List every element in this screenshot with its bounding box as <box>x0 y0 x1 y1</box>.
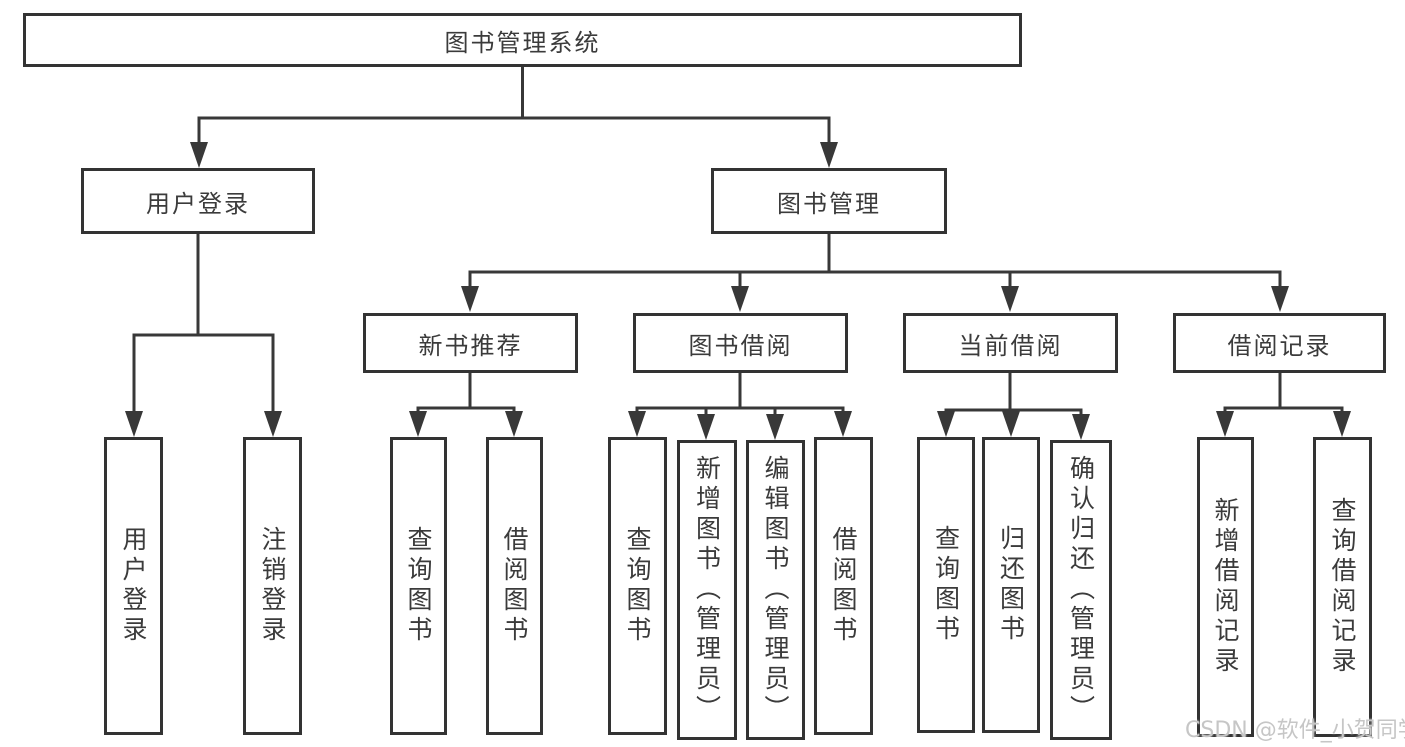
arrow-icon <box>1216 411 1234 437</box>
leaf-edit-books-admin-label: 编辑图书（管理员） <box>761 455 790 725</box>
arrow-icon <box>834 411 852 437</box>
leaf-query-borrow-record-label: 查询借阅记录 <box>1328 497 1357 677</box>
leaf-confirm-return-admin: 确认归还（管理员） <box>1050 440 1112 740</box>
arrow-icon <box>820 142 838 168</box>
arrow-icon <box>190 142 208 168</box>
leaf-confirm-return-admin-label: 确认归还（管理员） <box>1066 455 1096 725</box>
arrow-icon <box>1333 411 1351 437</box>
arrow-icon <box>766 414 784 440</box>
leaf-borrow-books-2: 借阅图书 <box>814 437 873 735</box>
node-new-books: 新书推荐 <box>363 313 578 373</box>
leaf-logout-label: 注销登录 <box>258 526 287 646</box>
connector-user-login <box>132 232 275 415</box>
node-book-borrow: 图书借阅 <box>633 313 848 373</box>
leaf-return-books: 归还图书 <box>982 437 1040 733</box>
leaf-add-books-admin: 新增图书（管理员） <box>677 440 737 740</box>
connector-current-borrow <box>944 371 1083 418</box>
arrow-icon <box>264 411 282 437</box>
leaf-borrow-books-1-label: 借阅图书 <box>500 526 529 646</box>
leaf-borrow-books-2-label: 借阅图书 <box>829 526 858 646</box>
leaf-query-borrow-record: 查询借阅记录 <box>1313 437 1372 737</box>
node-user-login-label: 用户登录 <box>146 189 250 218</box>
leaf-query-books-3: 查询图书 <box>917 437 975 733</box>
node-book-borrow-label: 图书借阅 <box>688 331 793 360</box>
arrow-icon <box>409 411 427 437</box>
arrow-icon <box>1271 286 1289 312</box>
arrow-icon <box>1002 411 1020 437</box>
connector-book-borrow <box>635 371 845 418</box>
node-borrow-records-label: 借阅记录 <box>1227 331 1332 360</box>
connector-book-mgmt <box>468 232 1282 290</box>
arrow-icon <box>1072 414 1090 440</box>
node-root: 图书管理系统 <box>23 13 1022 67</box>
leaf-user-login-label: 用户登录 <box>119 526 148 646</box>
node-current-borrow: 当前借阅 <box>903 313 1118 373</box>
node-new-books-label: 新书推荐 <box>418 331 523 360</box>
arrow-icon <box>505 411 523 437</box>
node-current-borrow-label: 当前借阅 <box>958 331 1063 360</box>
connector-root <box>197 65 831 146</box>
leaf-query-books-2: 查询图书 <box>608 437 667 735</box>
leaf-user-login: 用户登录 <box>104 437 163 735</box>
arrow-icon <box>125 411 143 437</box>
leaf-query-books-1-label: 查询图书 <box>404 526 433 646</box>
leaf-query-books-2-label: 查询图书 <box>623 526 652 646</box>
connector-new-books <box>416 371 516 415</box>
leaf-query-books-1: 查询图书 <box>390 437 447 735</box>
arrow-icon <box>1001 286 1019 312</box>
node-book-mgmt-label: 图书管理 <box>777 189 881 218</box>
node-user-login: 用户登录 <box>81 168 315 234</box>
leaf-add-books-admin-label: 新增图书（管理员） <box>692 455 722 725</box>
connector-borrow-records <box>1223 371 1344 415</box>
leaf-return-books-label: 归还图书 <box>996 525 1026 645</box>
node-borrow-records: 借阅记录 <box>1173 313 1386 373</box>
leaf-query-books-3-label: 查询图书 <box>931 525 961 645</box>
leaf-logout: 注销登录 <box>243 437 302 735</box>
arrow-icon <box>697 414 715 440</box>
arrow-icon <box>461 286 479 312</box>
leaf-add-borrow-record: 新增借阅记录 <box>1197 437 1254 737</box>
arrow-icon <box>937 411 955 437</box>
csdn-watermark: CSDN @软件_小贺同学 <box>1185 718 1405 743</box>
leaf-add-borrow-record-label: 新增借阅记录 <box>1211 497 1240 677</box>
node-book-mgmt: 图书管理 <box>711 168 947 234</box>
leaf-borrow-books-1: 借阅图书 <box>486 437 543 735</box>
arrow-icon <box>628 411 646 437</box>
node-root-label: 图书管理系统 <box>444 28 601 57</box>
arrow-icon <box>731 286 749 312</box>
leaf-edit-books-admin: 编辑图书（管理员） <box>746 440 805 740</box>
